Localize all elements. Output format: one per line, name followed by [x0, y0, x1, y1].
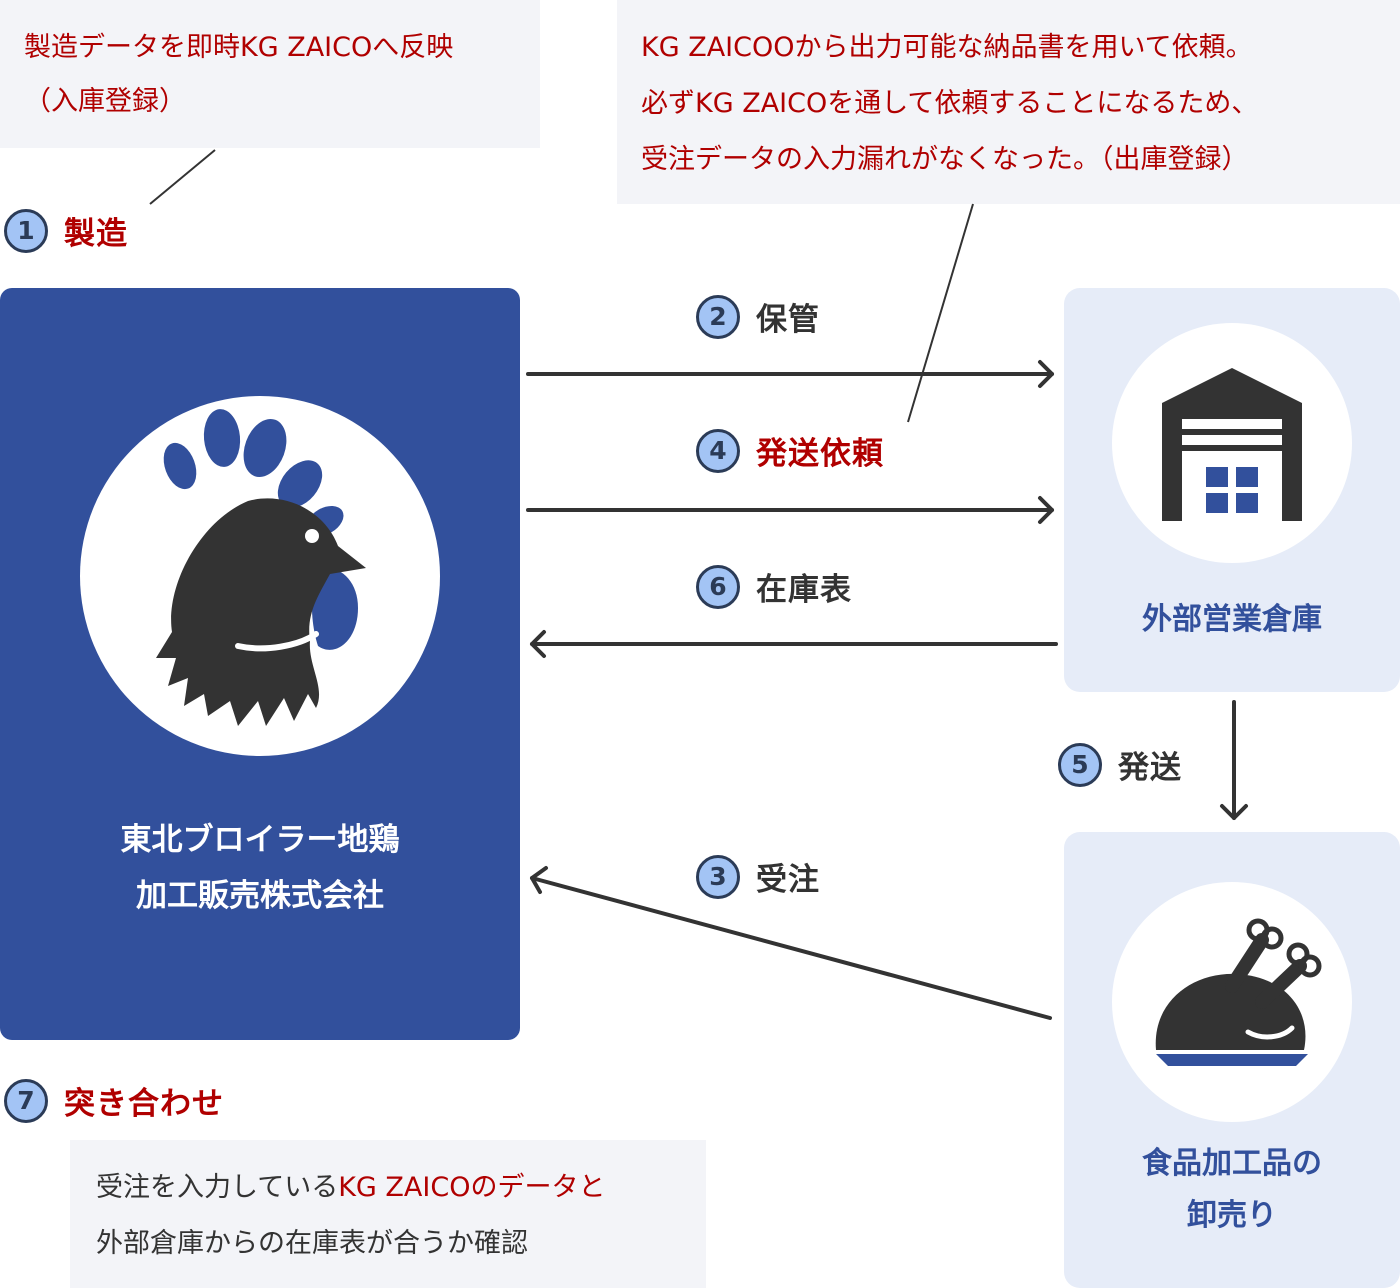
step-4-shipping-request: 4 発送依頼 [696, 428, 884, 473]
wholesale-name-line2: 卸売り [1187, 1198, 1277, 1233]
step-2-storage: 2 保管 [696, 294, 820, 339]
reconcile-callout: 受注を入力しているKG ZAICOのデータと 外部倉庫からの在庫表が合うか確認 [70, 1140, 706, 1288]
manufacturing-callout-line2: （入庫登録） [24, 86, 186, 117]
step-2-badge: 2 [696, 294, 740, 339]
step-1-manufacturing: 1 製造 [4, 208, 128, 253]
step-7-reconcile: 7 突き合わせ [4, 1078, 224, 1123]
warehouse-box: 外部営業倉庫 [1064, 288, 1400, 692]
step-6-badge: 6 [696, 564, 740, 609]
wholesale-name: 食品加工品の 卸売り [1064, 1138, 1400, 1242]
warehouse-icon [1162, 368, 1302, 521]
reconcile-callout-line1-a: 受注を入力している [96, 1172, 339, 1203]
step-5-shipment: 5 発送 [1058, 742, 1182, 787]
step-1-label: 製造 [64, 216, 128, 252]
reconcile-callout-line2: 外部倉庫からの在庫表が合うか確認 [96, 1228, 528, 1259]
step-4-label: 発送依頼 [756, 436, 884, 472]
shipping-callout-line1: KG ZAICOOから出力可能な納品書を用いて依頼。 [641, 32, 1253, 63]
warehouse-name: 外部営業倉庫 [1142, 602, 1322, 637]
shipping-request-callout: KG ZAICOOから出力可能な納品書を用いて依頼。 必ずKG ZAICOを通し… [617, 0, 1400, 204]
company-box: 東北ブロイラー地鶏 加工販売株式会社 [0, 288, 520, 1040]
rooster-icon [156, 409, 366, 726]
manufacturing-callout-line1: 製造データを即時KG ZAICOへ反映 [24, 32, 454, 63]
shipping-callout-line2: 必ずKG ZAICOを通して依頼することになるため、 [641, 88, 1259, 119]
shipping-callout-line3: 受注データの入力漏れがなくなった。（出庫登録） [641, 144, 1249, 175]
step-3-label: 受注 [756, 862, 820, 898]
roast-chicken-icon [1155, 918, 1322, 1066]
shipment-arrow [1220, 700, 1248, 820]
shipping-leader-line [907, 203, 974, 423]
step-3-badge: 3 [696, 854, 740, 899]
company-name-line2: 加工販売株式会社 [136, 878, 384, 914]
shipping-request-arrow [526, 496, 1054, 524]
step-7-badge: 7 [4, 1078, 48, 1123]
step-7-label: 突き合わせ [64, 1086, 224, 1122]
inventory-report-arrow [530, 630, 1058, 658]
company-name-line1: 東北ブロイラー地鶏 [120, 822, 400, 858]
step-6-label: 在庫表 [756, 572, 852, 608]
step-6-inventory-report: 6 在庫表 [696, 564, 852, 609]
wholesale-box: 食品加工品の 卸売り [1064, 832, 1400, 1288]
manufacturing-leader-line [149, 149, 216, 205]
step-5-label: 発送 [1118, 750, 1182, 786]
step-4-badge: 4 [696, 428, 740, 473]
step-1-badge: 1 [4, 208, 48, 253]
step-3-order: 3 受注 [696, 854, 820, 899]
company-name: 東北ブロイラー地鶏 加工販売株式会社 [0, 812, 520, 924]
storage-arrow [526, 360, 1054, 388]
wholesale-name-line1: 食品加工品の [1142, 1146, 1322, 1181]
step-5-badge: 5 [1058, 742, 1102, 787]
reconcile-callout-line1: 受注を入力しているKG ZAICOのデータと [70, 1160, 706, 1216]
step-2-label: 保管 [756, 302, 820, 338]
reconcile-callout-line1-b: KG ZAICOのデータと [338, 1172, 606, 1203]
manufacturing-callout: 製造データを即時KG ZAICOへ反映 （入庫登録） [0, 0, 540, 148]
